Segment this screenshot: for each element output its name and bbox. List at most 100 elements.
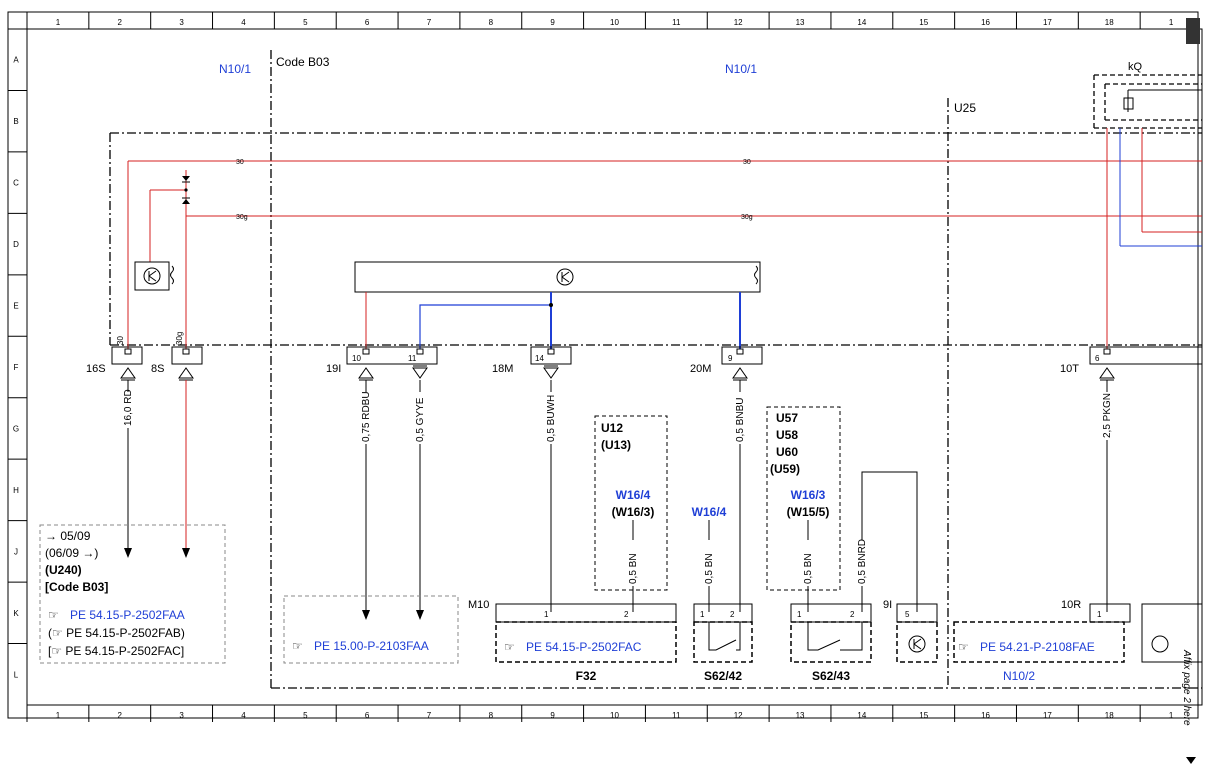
- ref-link[interactable]: PE 54.15-P-2502FAC: [526, 640, 642, 654]
- m10-housing: [495, 603, 677, 623]
- grid-col-label: 5: [303, 711, 308, 720]
- code-b03-label: Code B03: [276, 55, 330, 69]
- s62-43-housing: [790, 603, 872, 623]
- variant-u59: (U59): [770, 462, 800, 476]
- grid-col-label: 13: [796, 711, 805, 720]
- component-m10: M10: [468, 599, 489, 611]
- unit-n10-1-label: N10/1: [725, 62, 757, 76]
- ref-link[interactable]: PE 54.15-P-2502FAA: [70, 608, 185, 622]
- connector-housings: [111, 346, 1203, 365]
- grid-col-label: 10: [610, 18, 619, 27]
- connector-19i: 19I: [326, 363, 341, 375]
- ref-link[interactable]: PE 15.00-P-2103FAA: [314, 639, 429, 653]
- component-s62-43: S62/43: [812, 669, 850, 683]
- ref-text: (☞ PE 54.15-P-2502FAB): [48, 626, 185, 640]
- harness-wires: [127, 380, 1108, 612]
- connector-16s: 16S: [86, 363, 106, 375]
- grid-col-label: 17: [1043, 711, 1052, 720]
- pin-label: 14: [535, 354, 544, 363]
- grid-col-label: 4: [241, 711, 246, 720]
- wire-label-bn: 0,5 BN: [704, 553, 715, 584]
- connector-9i: 9I: [883, 599, 892, 611]
- variant-u60: U60: [776, 445, 798, 459]
- note-line: → 05/09: [45, 529, 91, 543]
- grid-col-label: 3: [179, 18, 184, 27]
- connector-8s: 8S: [151, 363, 164, 375]
- wire-gyye-top: [419, 304, 551, 350]
- variant-box-u12: [594, 415, 668, 591]
- pin-label: 2: [730, 610, 735, 619]
- junction-dot: [549, 303, 553, 307]
- variant-w16-4: W16/4: [616, 488, 651, 502]
- ref-link[interactable]: PE 54.21-P-2108FAE: [980, 640, 1095, 654]
- affix-page-note: Affix page 2 here: [1181, 649, 1192, 726]
- grid-col-label: 14: [857, 711, 866, 720]
- component-f32: F32: [576, 669, 597, 683]
- pin-sockets: [124, 348, 1111, 355]
- grid-row-label: L: [14, 670, 19, 679]
- pin-label: 1: [544, 610, 549, 619]
- variant-w16-4b: W16/4: [692, 505, 727, 519]
- grid-col-label: 10: [610, 711, 619, 720]
- ref-box-pe15: [283, 595, 459, 664]
- grid-col-label: 6: [365, 711, 370, 720]
- hand-ref-icon: ☞: [958, 640, 969, 654]
- bus-30-label: 30: [743, 159, 751, 166]
- grid-col-label: 8: [489, 711, 494, 720]
- grid-col-label: 7: [427, 18, 432, 27]
- grid-col-label: 15: [919, 18, 928, 27]
- grid-col-label: 11: [672, 711, 681, 720]
- s62-42-switch: [693, 621, 753, 663]
- switch-contact-icon: [807, 622, 841, 651]
- grid-col-label: 1: [56, 18, 61, 27]
- variant-w16-3: (W16/3): [612, 505, 655, 519]
- ref-text: [☞ PE 54.15-P-2502FAC]: [48, 644, 184, 658]
- grid-row-label: E: [13, 302, 18, 311]
- variant-w15-5: (W15/5): [787, 505, 830, 519]
- grid-col-label: 9: [550, 711, 555, 720]
- grid-row-label: J: [14, 547, 18, 556]
- unit-n10-2-label: N10/2: [1003, 669, 1035, 683]
- pin-label: 11: [408, 354, 417, 363]
- grid-col-label: 12: [734, 18, 743, 27]
- variant-u13: (U13): [601, 438, 631, 452]
- connector-10r: 10R: [1061, 599, 1081, 611]
- relay-kq-box: [1093, 74, 1202, 129]
- grid-row-label: B: [13, 117, 18, 126]
- grid-col-label: 5: [303, 18, 308, 27]
- grid-row-label: G: [13, 424, 19, 433]
- drawing-border: [26, 28, 1203, 706]
- grid-col-label: 1: [1169, 18, 1174, 27]
- module-right-cut: [1141, 603, 1203, 663]
- bus-30-label: 30: [236, 159, 244, 166]
- pin-label: 6: [1095, 354, 1100, 363]
- arrowheads: [124, 548, 424, 620]
- wire-label-buwh: 0,5 BUWH: [546, 395, 557, 442]
- variant-note-box: [39, 524, 226, 664]
- grid-col-label: 12: [734, 711, 743, 720]
- grid-col-label: 8: [489, 18, 494, 27]
- grid-col-label: 16: [981, 711, 990, 720]
- grid-col-label: 4: [241, 18, 246, 27]
- variant-u12: U12: [601, 421, 623, 435]
- pin-label: 5: [905, 610, 910, 619]
- bus-lines: [127, 89, 1202, 350]
- arrow-down-icon: [1186, 757, 1196, 764]
- wire-label-bnrd: 0,5 BNRD: [857, 539, 868, 584]
- f32-module: [495, 621, 677, 663]
- unit-boundaries: [109, 50, 1202, 689]
- grid-row-label: D: [13, 240, 19, 249]
- s62-43-switch: [790, 621, 872, 663]
- unit-n10-1-label: N10/1: [219, 62, 251, 76]
- grid-col-label: 13: [796, 18, 805, 27]
- pin-label: 1: [1097, 610, 1102, 619]
- component-s62-42: S62/42: [704, 669, 742, 683]
- pin-label: 10: [352, 354, 361, 363]
- wire-label-bnbu: 0,5 BNBU: [735, 398, 746, 442]
- grid-col-label: 2: [118, 18, 123, 27]
- pin-label: 1: [797, 610, 802, 619]
